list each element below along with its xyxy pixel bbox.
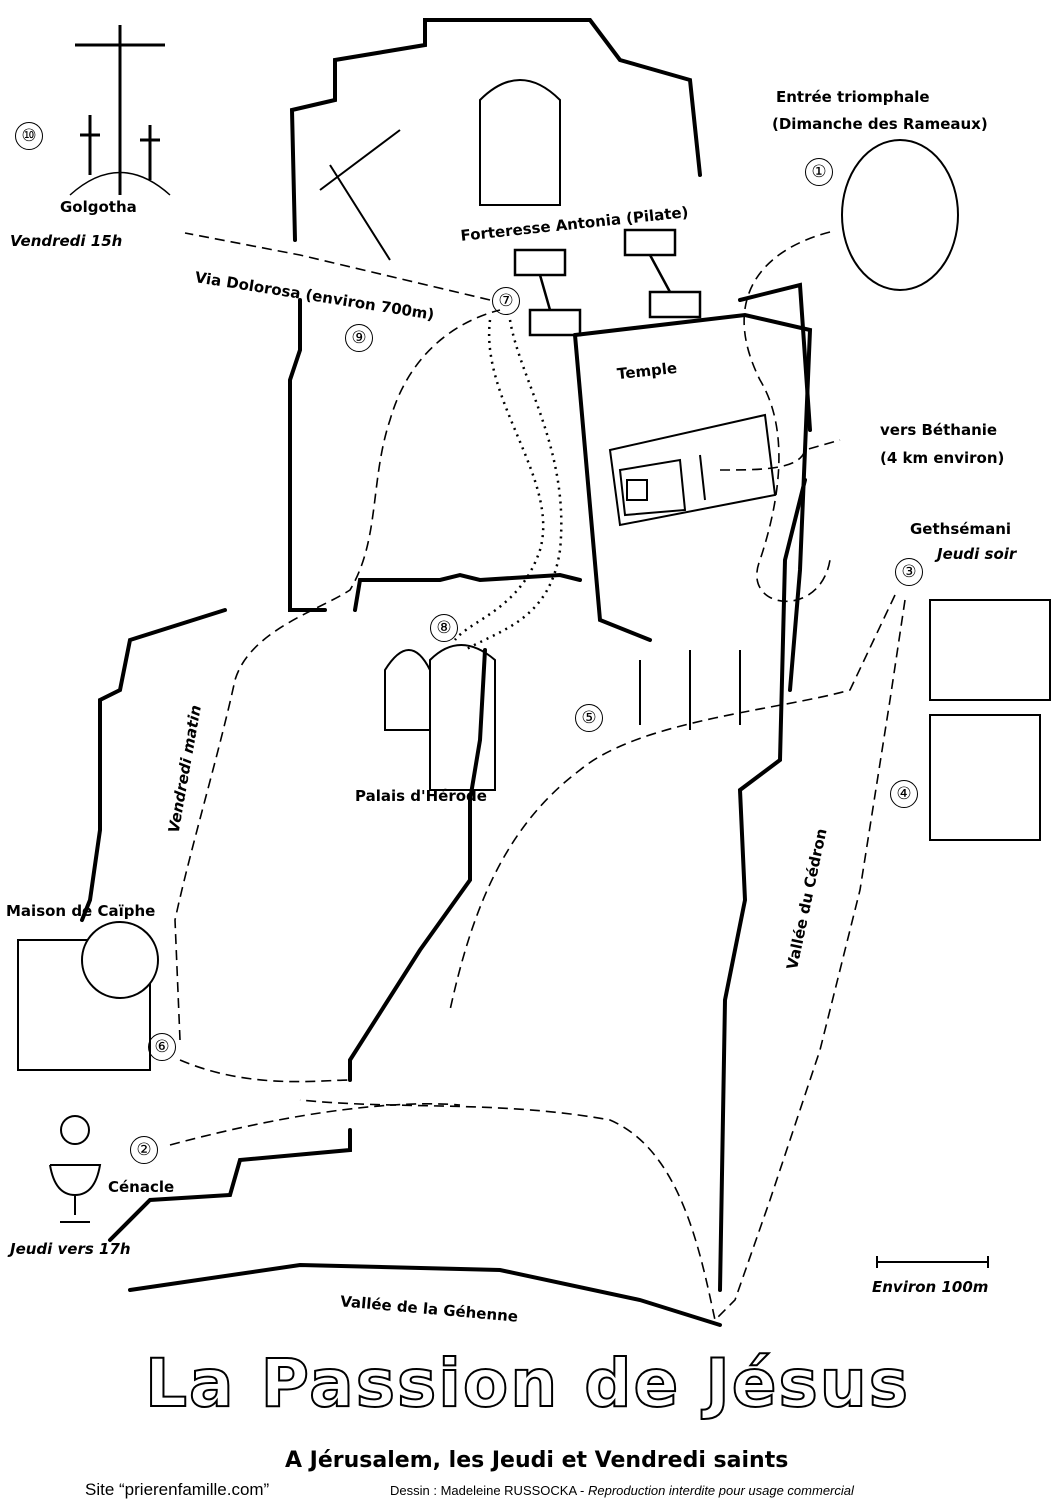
route-cenacle bbox=[169, 1102, 461, 1146]
wall-west bbox=[80, 608, 227, 922]
label-golgotha-time: Vendredi 15h bbox=[10, 232, 123, 250]
station-2: ② bbox=[130, 1136, 158, 1164]
label-caiphe: Maison de Caïphe bbox=[6, 902, 156, 920]
route-entree bbox=[743, 231, 831, 603]
footer-credit: Dessin : Madeleine RUSSOCKA - Reproducti… bbox=[390, 1483, 854, 1498]
label-entree-triomphale: Entrée triomphale bbox=[776, 88, 930, 106]
temple-wall-west bbox=[573, 333, 652, 642]
footer-site: Site “prierenfamille.com” bbox=[85, 1480, 270, 1499]
wall-northwest bbox=[288, 298, 327, 612]
station-4: ④ bbox=[890, 780, 918, 808]
wall-herode bbox=[348, 648, 487, 1082]
cross-carrying-illustration bbox=[319, 129, 401, 261]
route-bethanie bbox=[719, 439, 841, 471]
rooster-illustration bbox=[81, 921, 159, 999]
herode-illustration bbox=[384, 644, 496, 791]
label-gethsemani: Gethsémani bbox=[910, 520, 1012, 538]
station-7: ⑦ bbox=[492, 287, 520, 315]
temple-wall bbox=[573, 312, 813, 692]
route-gethsemani-cenacle bbox=[449, 594, 896, 1011]
gethsemani-illustration bbox=[929, 599, 1051, 841]
pilate-illustration bbox=[479, 79, 561, 206]
scale-bar bbox=[876, 1256, 989, 1268]
footer-rights: Reproduction interdite pour usage commer… bbox=[587, 1483, 854, 1498]
label-cenacle-time: Jeudi vers 17h bbox=[10, 1240, 131, 1258]
illustration-frames bbox=[17, 79, 1051, 1223]
label-dimanche-rameaux: (Dimanche des Rameaux) bbox=[772, 115, 988, 133]
station-9: ⑨ bbox=[345, 324, 373, 352]
station-3: ③ bbox=[895, 558, 923, 586]
wall-east bbox=[718, 282, 812, 1292]
station-8: ⑧ bbox=[430, 614, 458, 642]
label-golgotha: Golgotha bbox=[60, 198, 137, 216]
wall-south bbox=[108, 1128, 722, 1327]
label-cenacle: Cénacle bbox=[108, 1178, 175, 1196]
page-subtitle: A Jérusalem, les Jeudi et Vendredi saint… bbox=[285, 1448, 789, 1473]
label-gethsemani-time: Jeudi soir bbox=[937, 545, 1017, 563]
route-herode bbox=[454, 319, 563, 652]
label-bethanie: vers Béthanie bbox=[880, 421, 998, 439]
station-6: ⑥ bbox=[148, 1033, 176, 1061]
route-via-dolorosa bbox=[184, 232, 491, 301]
arrest-illustration bbox=[639, 650, 741, 730]
route-cedron bbox=[299, 599, 906, 1322]
label-herode: Palais d'Hérode bbox=[355, 787, 487, 805]
monstrance-chalice-illustration bbox=[49, 1115, 102, 1223]
wall-north bbox=[289, 18, 702, 242]
station-1: ① bbox=[805, 158, 833, 186]
station-5: ⑤ bbox=[575, 704, 603, 732]
page-title: La Passion de Jésus bbox=[144, 1344, 911, 1423]
footer-credit-author: Dessin : Madeleine RUSSOCKA - bbox=[390, 1483, 588, 1498]
station-10: ⑩ bbox=[15, 122, 43, 150]
temple-building bbox=[608, 413, 777, 527]
label-scale: Environ 100m bbox=[872, 1278, 989, 1296]
city-walls bbox=[80, 18, 813, 1327]
wall-mid bbox=[353, 572, 582, 612]
label-bethanie-distance: (4 km environ) bbox=[880, 449, 1005, 467]
antonia-fortress bbox=[513, 228, 702, 337]
route-paths bbox=[169, 231, 906, 1322]
crucifixion-illustration bbox=[69, 25, 171, 196]
route-caiphe-vendredi bbox=[174, 309, 501, 1083]
palm-sunday-illustration bbox=[841, 139, 959, 291]
